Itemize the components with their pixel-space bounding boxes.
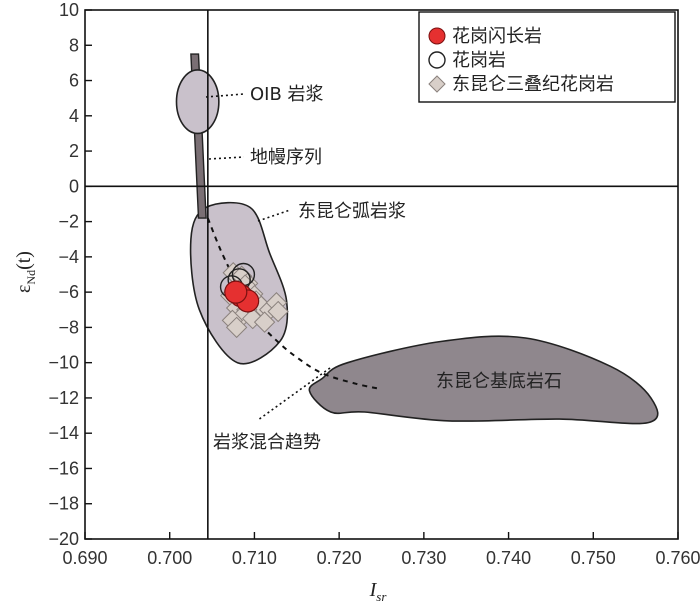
oib-magma-label: OIB 岩浆	[250, 84, 324, 105]
y-tick-label: −10	[48, 353, 79, 373]
x-tick-label: 0.700	[147, 548, 192, 568]
legend-box	[418, 11, 676, 103]
mantle-leader-line	[208, 156, 245, 160]
x-tick-label: 0.730	[401, 548, 446, 568]
point-triassic-granite-17	[253, 311, 276, 333]
y-tick-label: −18	[48, 494, 79, 514]
legend-label: 花岗闪长岩	[452, 26, 542, 47]
x-tick-label: 0.710	[232, 548, 277, 568]
legend-marker-triassic-granite	[428, 75, 446, 93]
y-axis-title: εNd(t)	[13, 251, 38, 293]
mixing-trend-label: 岩浆混合趋势	[213, 432, 321, 453]
legend-label: 东昆仑三叠纪花岗岩	[452, 74, 614, 95]
y-tick-label: −12	[48, 388, 79, 408]
y-tick-label: −14	[48, 423, 79, 443]
oib-magma-field	[175, 69, 220, 135]
point-triassic-granite-18	[267, 300, 289, 323]
point-triassic-granite-16	[225, 316, 248, 339]
y-tick-label: 6	[69, 71, 79, 91]
mixing-trend-curve	[206, 217, 382, 391]
legend-marker-granodiorite	[428, 27, 446, 45]
legend-label: 花岗岩	[452, 50, 506, 71]
arc-leader-line	[257, 209, 291, 222]
y-tick-label: −6	[58, 282, 79, 302]
x-tick-label: 0.690	[62, 548, 107, 568]
x-tick-label: 0.740	[486, 548, 531, 568]
point-granodiorite-3	[224, 280, 248, 304]
y-tick-label: −8	[58, 317, 79, 337]
x-tick-label: 0.760	[655, 548, 700, 568]
x-axis-title: Isr	[369, 579, 388, 604]
oib-leader-line	[205, 93, 245, 98]
y-tick-label: 2	[69, 141, 79, 161]
y-tick-label: −20	[48, 529, 79, 549]
y-tick-label: 10	[59, 0, 79, 20]
y-tick-label: 0	[69, 176, 79, 196]
y-tick-label: 8	[69, 35, 79, 55]
y-tick-label: −4	[58, 247, 79, 267]
x-tick-label: 0.750	[571, 548, 616, 568]
y-tick-label: 4	[69, 106, 79, 126]
y-tick-label: −2	[58, 212, 79, 232]
basement-rock-field	[308, 335, 659, 425]
mantle-array-label: 地幔序列	[250, 147, 322, 168]
arc-magma-label: 东昆仑弧岩浆	[298, 201, 406, 222]
y-tick-label: −16	[48, 458, 79, 478]
basement-rock-label: 东昆仑基底岩石	[436, 371, 562, 392]
legend-marker-granite	[428, 51, 446, 69]
plot-frame	[84, 9, 679, 540]
x-tick-label: 0.720	[317, 548, 362, 568]
